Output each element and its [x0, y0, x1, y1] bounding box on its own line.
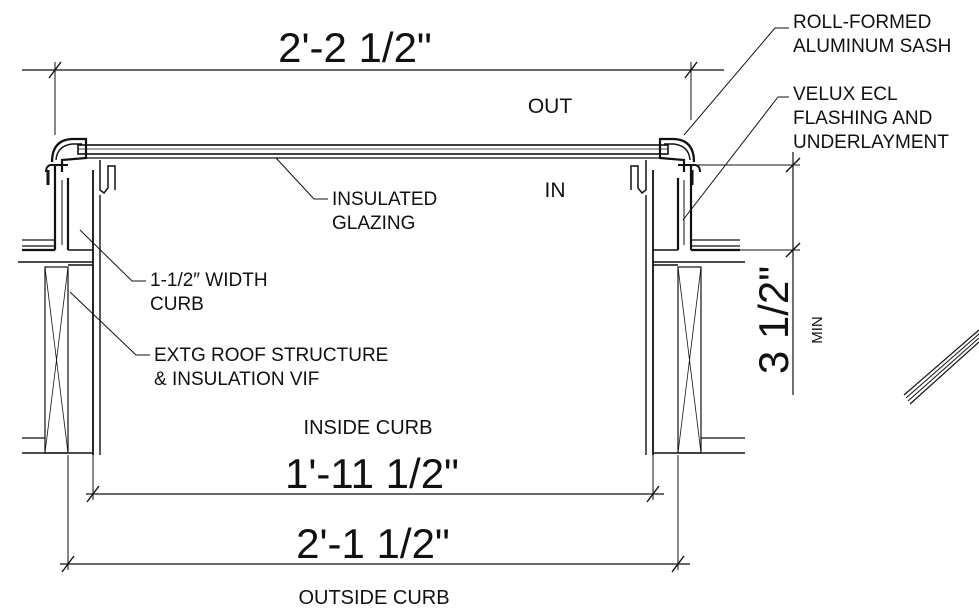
outside-curb-label: OUTSIDE CURB	[298, 587, 449, 609]
curb-callout-line-2: CURB	[150, 294, 204, 315]
glazing-callout: INSULATED GLAZING	[275, 157, 437, 234]
outside-curb-dimension-label: 2'-1 1/2"	[296, 520, 450, 567]
left-sash	[45, 137, 116, 195]
flashing-callout-line-2: FLASHING AND	[793, 108, 932, 129]
curb-callout: 1-1/2″ WIDTH CURB	[79, 229, 268, 315]
glazing-callout-line-1: INSULATED	[332, 189, 437, 210]
flashing-callout: VELUX ECL FLASHING AND UNDERLAYMENT	[682, 84, 949, 221]
left-roof	[18, 239, 93, 454]
roof-callout: EXTG ROOF STRUCTURE & INSULATION VIF	[69, 291, 388, 390]
sash-callout-line-1: ROLL-FORMED	[793, 12, 931, 33]
inside-curb-dimension: 1'-11 1/2"	[86, 450, 664, 503]
flashing-callout-line-1: VELUX ECL	[793, 84, 898, 105]
curb-height-note: MIN	[809, 316, 826, 344]
roof-callout-line-2: & INSULATION VIF	[154, 369, 319, 390]
in-label: IN	[545, 179, 566, 202]
insulated-glazing	[77, 144, 669, 159]
inside-curb-label: INSIDE CURB	[304, 417, 433, 439]
overall-dimension: 2'-2 1/2"	[22, 24, 724, 135]
curb-height-dimension-label: 3 1/2"	[750, 266, 797, 374]
sash-callout-line-2: ALUMINUM SASH	[793, 36, 951, 57]
roof-callout-line-1: EXTG ROOF STRUCTURE	[154, 345, 388, 366]
left-curb	[53, 165, 101, 455]
partial-detail-fragment	[903, 329, 979, 405]
outside-curb-dimension: 2'-1 1/2"	[60, 455, 690, 573]
flashing-callout-line-3: UNDERLAYMENT	[793, 132, 949, 153]
out-label: OUT	[528, 95, 573, 118]
right-curb	[645, 165, 693, 455]
glazing-callout-line-2: GLAZING	[332, 213, 415, 234]
sash-callout: ROLL-FORMED ALUMINUM SASH	[683, 12, 951, 136]
overall-dimension-label: 2'-2 1/2"	[278, 24, 432, 71]
right-roof	[653, 239, 745, 454]
inside-curb-dimension-label: 1'-11 1/2"	[285, 450, 459, 497]
curb-height-dimension: 3 1/2" MIN	[686, 152, 826, 395]
curb-callout-line-1: 1-1/2″ WIDTH	[150, 270, 268, 291]
